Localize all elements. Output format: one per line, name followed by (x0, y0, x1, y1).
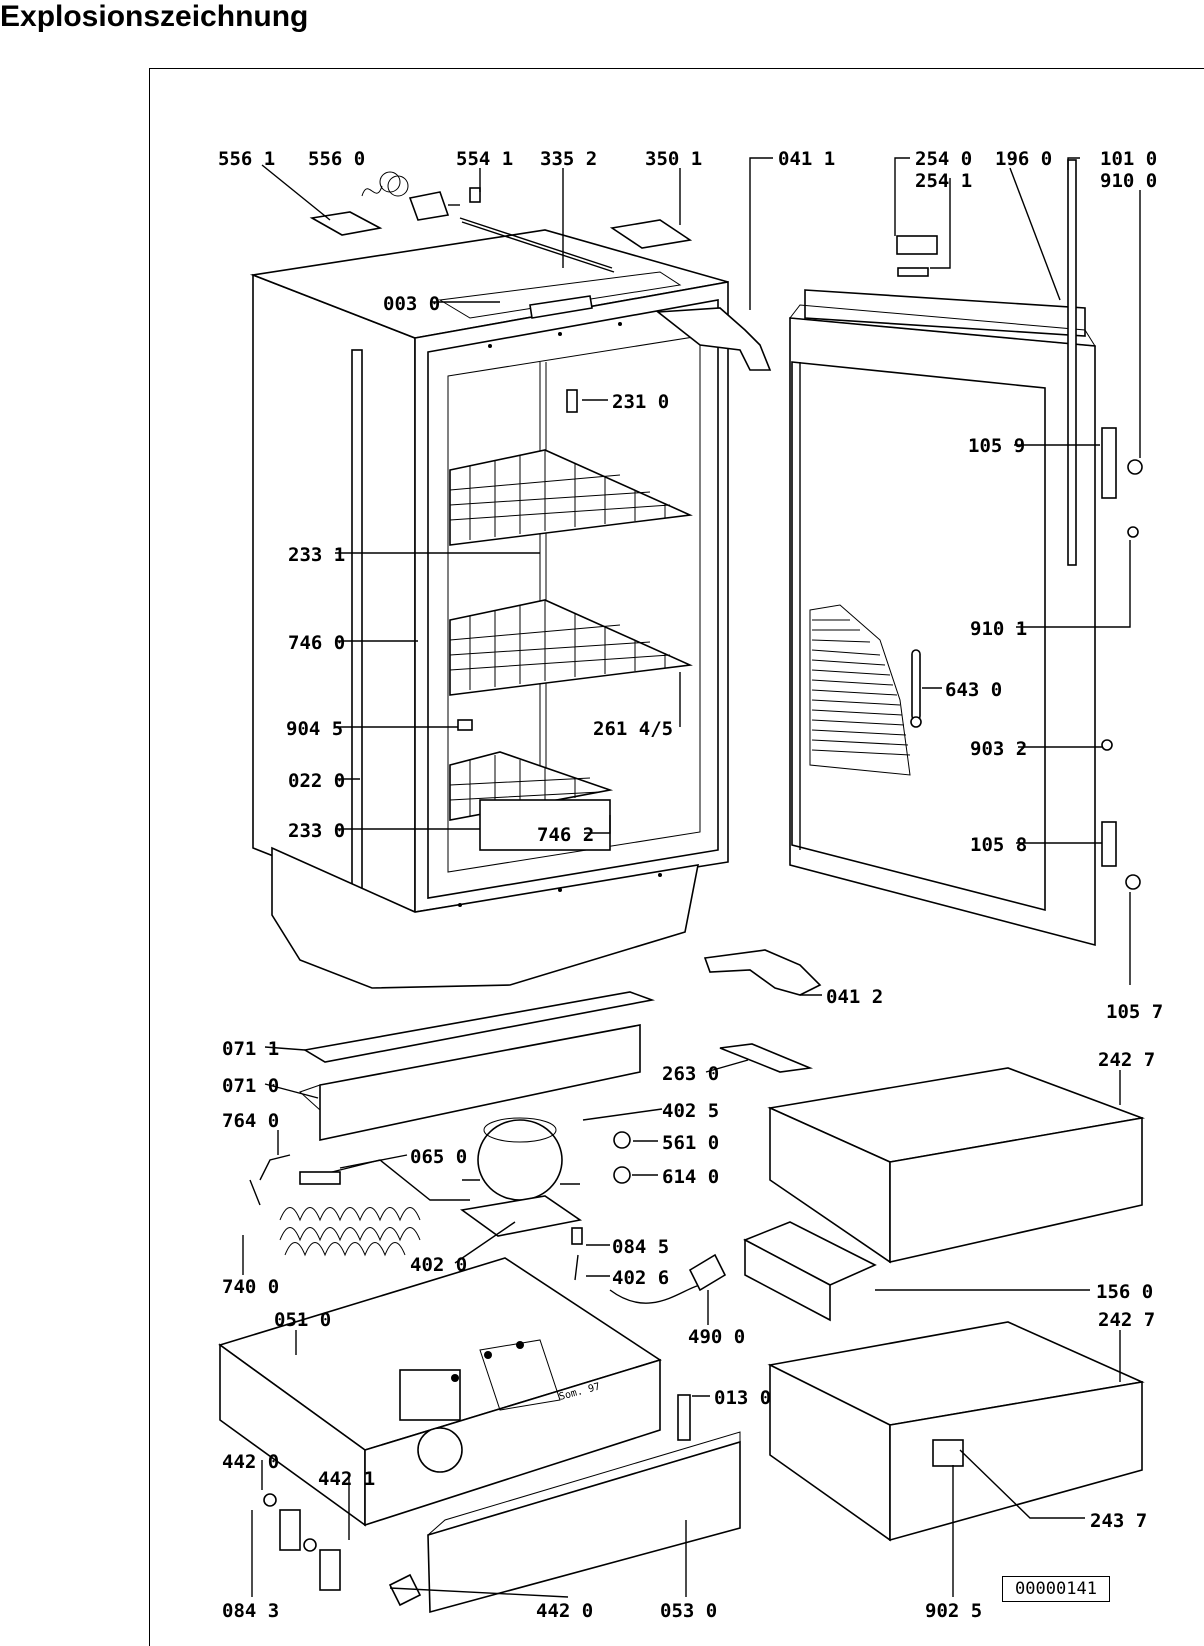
label-263-0: 263 0 (662, 1063, 719, 1085)
label-350-1: 350 1 (645, 148, 702, 170)
label-071-1: 071 1 (222, 1038, 279, 1060)
label-041-2: 041 2 (826, 986, 883, 1008)
label-402-5: 402 5 (662, 1100, 719, 1122)
label-746-0: 746 0 (288, 632, 345, 654)
label-003-0: 003 0 (383, 293, 440, 315)
label-254-0: 254 0 (915, 148, 972, 170)
cabinet-body (249, 229, 729, 989)
label-764-0: 764 0 (222, 1110, 279, 1132)
label-071-0: 071 0 (222, 1075, 279, 1097)
wire-shelf-upper (449, 449, 693, 546)
label-084-3: 084 3 (222, 1600, 279, 1622)
label-910-1: 910 1 (970, 618, 1027, 640)
label-156-0: 156 0 (1096, 1281, 1153, 1303)
drawing-frame (149, 68, 1204, 1646)
label-065-0: 065 0 (410, 1146, 467, 1168)
label-442-0-upper: 442 0 (222, 1451, 279, 1473)
label-740-0: 740 0 (222, 1276, 279, 1298)
kick-plate (427, 1431, 741, 1614)
base-mount-parts (263, 1394, 691, 1607)
drawer-lower (767, 1321, 1145, 1542)
label-561-0: 561 0 (662, 1132, 719, 1154)
leader-lines (242, 157, 1141, 1598)
label-233-1: 233 1 (288, 544, 345, 566)
label-105-8: 105 8 (970, 834, 1027, 856)
label-243-7: 243 7 (1090, 1510, 1147, 1532)
page-title: Explosionszeichnung (0, 0, 309, 33)
compressor (459, 1117, 583, 1237)
label-746-2: 746 2 (537, 824, 594, 846)
label-053-0: 053 0 (660, 1600, 717, 1622)
label-084-5: 084 5 (612, 1236, 669, 1258)
part-labels: 556 1 556 0 554 1 335 2 350 1 041 1 254 … (218, 148, 1163, 1622)
label-554-1: 554 1 (456, 148, 513, 170)
label-254-1: 254 1 (915, 170, 972, 192)
label-903-2: 903 2 (970, 738, 1027, 760)
label-402-0: 402 0 (410, 1254, 467, 1276)
label-105-7: 105 7 (1106, 1001, 1163, 1023)
base-tray (218, 1257, 662, 1527)
label-442-0-lower: 442 0 (536, 1600, 593, 1622)
label-442-1: 442 1 (318, 1468, 375, 1490)
drawer-upper (767, 1067, 1146, 1264)
wire-shelf-lower (449, 751, 614, 851)
label-643-0: 643 0 (945, 679, 1002, 701)
label-910-0: 910 0 (1100, 170, 1157, 192)
condenser-coil (249, 1154, 470, 1257)
label-904-5: 904 5 (286, 718, 343, 740)
small-electrical-parts (571, 1131, 877, 1322)
label-402-6: 402 6 (612, 1267, 669, 1289)
reference-number: 00000141 (1002, 1576, 1110, 1602)
label-490-0: 490 0 (688, 1326, 745, 1348)
top-parts (309, 171, 772, 371)
bracket-part (566, 389, 578, 413)
label-614-0: 614 0 (662, 1166, 719, 1188)
door-assembly (703, 159, 1143, 1073)
label-022-0: 022 0 (288, 770, 345, 792)
label-556-0: 556 0 (308, 148, 365, 170)
label-233-0: 233 0 (288, 820, 345, 842)
label-261-4-5: 261 4/5 (593, 718, 673, 740)
clip-part (457, 719, 473, 731)
label-105-9: 105 9 (968, 435, 1025, 457)
label-335-2: 335 2 (540, 148, 597, 170)
label-556-1: 556 1 (218, 148, 275, 170)
label-196-0: 196 0 (995, 148, 1052, 170)
label-051-0: 051 0 (274, 1309, 331, 1331)
label-013-0: 013 0 (714, 1387, 771, 1409)
label-242-7-upper: 242 7 (1098, 1049, 1155, 1071)
label-041-1: 041 1 (778, 148, 835, 170)
cover-plates (299, 991, 656, 1141)
label-231-0: 231 0 (612, 391, 669, 413)
label-902-5: 902 5 (925, 1600, 982, 1622)
wire-shelf-middle (449, 599, 693, 696)
label-101-0: 101 0 (1100, 148, 1157, 170)
label-242-7-lower: 242 7 (1098, 1309, 1155, 1331)
